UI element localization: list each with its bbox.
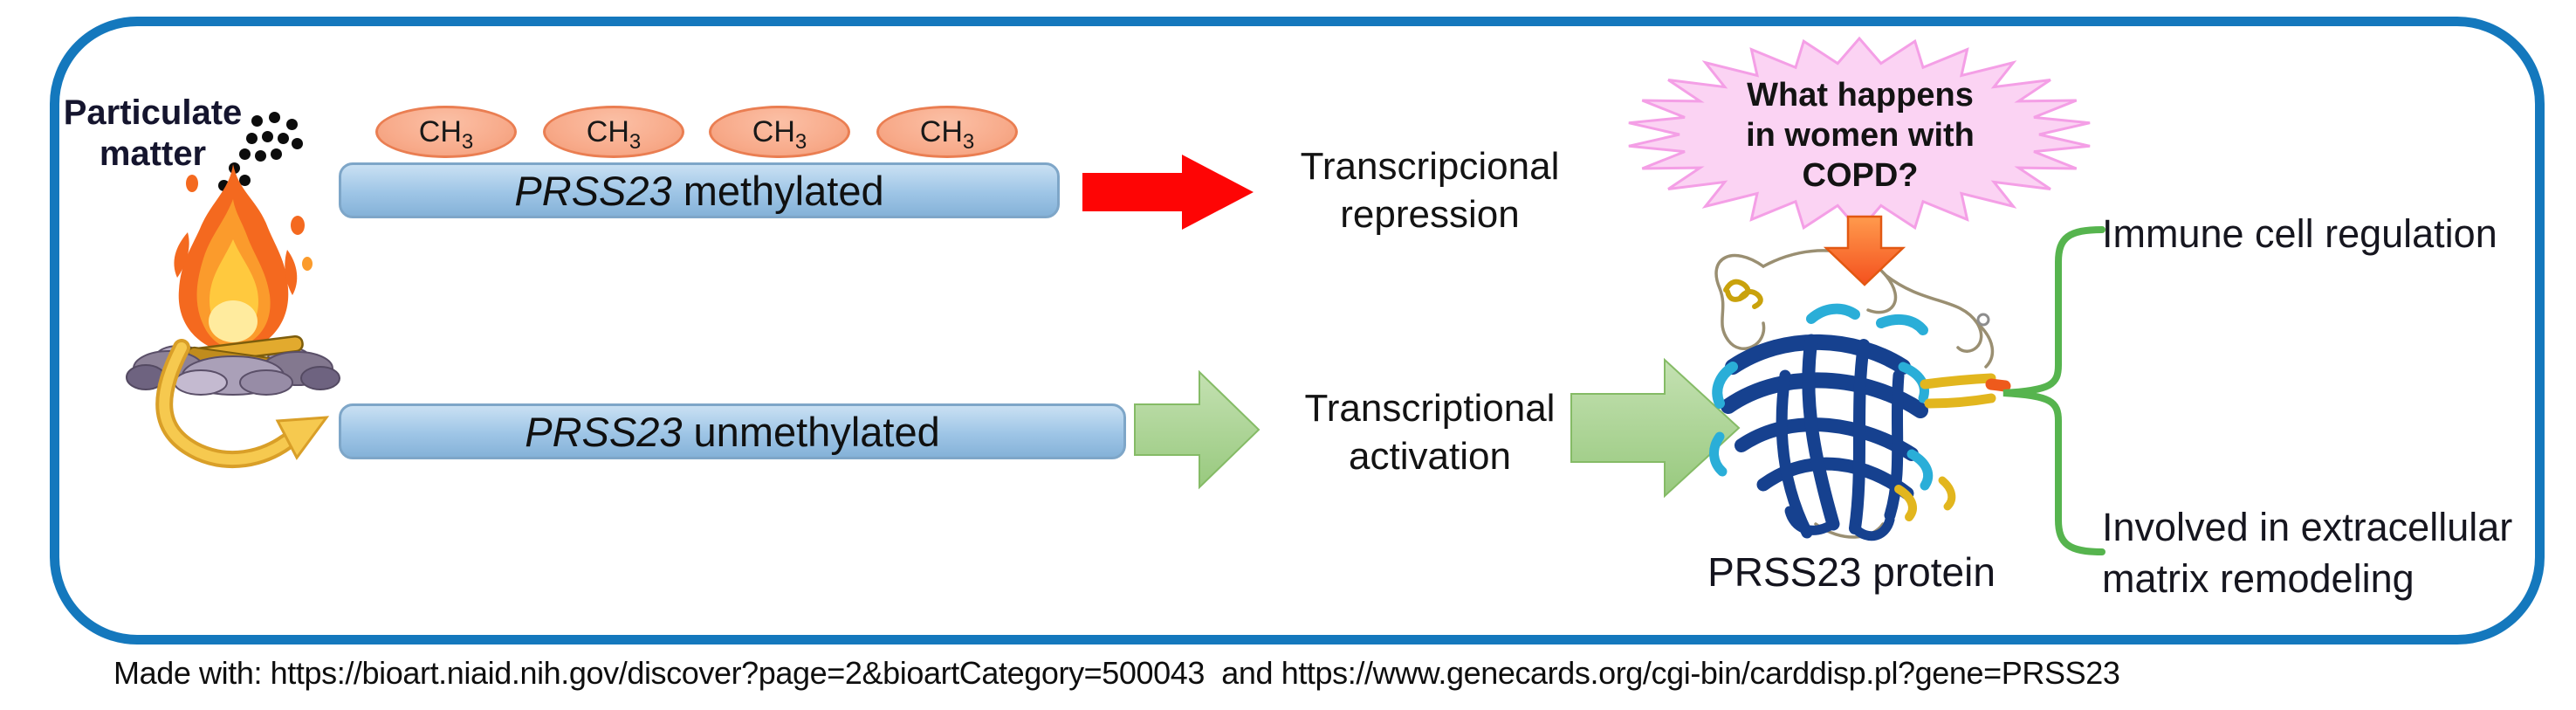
particle-dot (269, 112, 280, 123)
transcriptional-activation-label: Transcriptional activation (1304, 387, 1556, 478)
particle-dot (251, 115, 263, 127)
fire-icon (126, 164, 340, 396)
particle-dot (271, 148, 282, 160)
particle-dot (229, 162, 240, 174)
copd-question-label: What happens in women with COPD? (1746, 77, 1975, 194)
prss23-methylated-bar: PRSS23 methylated (339, 162, 1060, 218)
methyl-group-oval: CH3 (876, 106, 1018, 158)
particle-dot (278, 133, 289, 144)
red-arrow-icon (1082, 155, 1254, 230)
gene-name: PRSS23 (514, 167, 672, 214)
prss23-unmethylated-bar: PRSS23 unmethylated (339, 403, 1126, 459)
ecm-remodeling-label: Involved in extracellular matrix remodel… (2102, 505, 2513, 601)
particulate-matter-label: Particulate matter (52, 93, 253, 175)
particle-dot (292, 138, 303, 149)
green-arrow-icon (1134, 369, 1261, 490)
gene-state: unmethylated (693, 408, 940, 455)
immune-regulation-label: Immune cell regulation (2102, 211, 2497, 256)
methyl-group-oval: CH3 (543, 106, 684, 158)
protein-label: PRSS23 protein (1707, 549, 1996, 595)
particle-dot (239, 175, 251, 186)
gene-state: methylated (683, 167, 884, 214)
methyl-label: CH3 (586, 114, 642, 154)
green-arrow-icon (1570, 357, 1741, 499)
particle-dot (286, 119, 298, 130)
yellow-curved-arrow-icon (155, 339, 330, 469)
orange-down-arrow-icon (1823, 215, 1906, 286)
methyl-group-oval: CH3 (375, 106, 517, 158)
source-credit: Made with: https://bioart.niaid.nih.gov/… (113, 655, 2120, 691)
particle-dot (262, 131, 273, 142)
particulate-matter-line1: Particulate (63, 93, 243, 132)
particle-dot (255, 150, 266, 162)
particulate-matter-line2: matter (99, 134, 207, 173)
curly-brace-icon (2002, 226, 2105, 555)
particle-dot (239, 148, 251, 160)
figure-border (50, 17, 2545, 645)
transcriptional-repression-label: Transcripcional repression (1300, 145, 1560, 236)
particle-dot (246, 133, 258, 144)
methyl-group-oval: CH3 (709, 106, 850, 158)
gene-name: PRSS23 (525, 408, 683, 455)
methyl-label: CH3 (752, 114, 807, 154)
methyl-label: CH3 (418, 114, 474, 154)
methyl-label: CH3 (919, 114, 975, 154)
protein-ribbon-icon (1709, 249, 2011, 541)
